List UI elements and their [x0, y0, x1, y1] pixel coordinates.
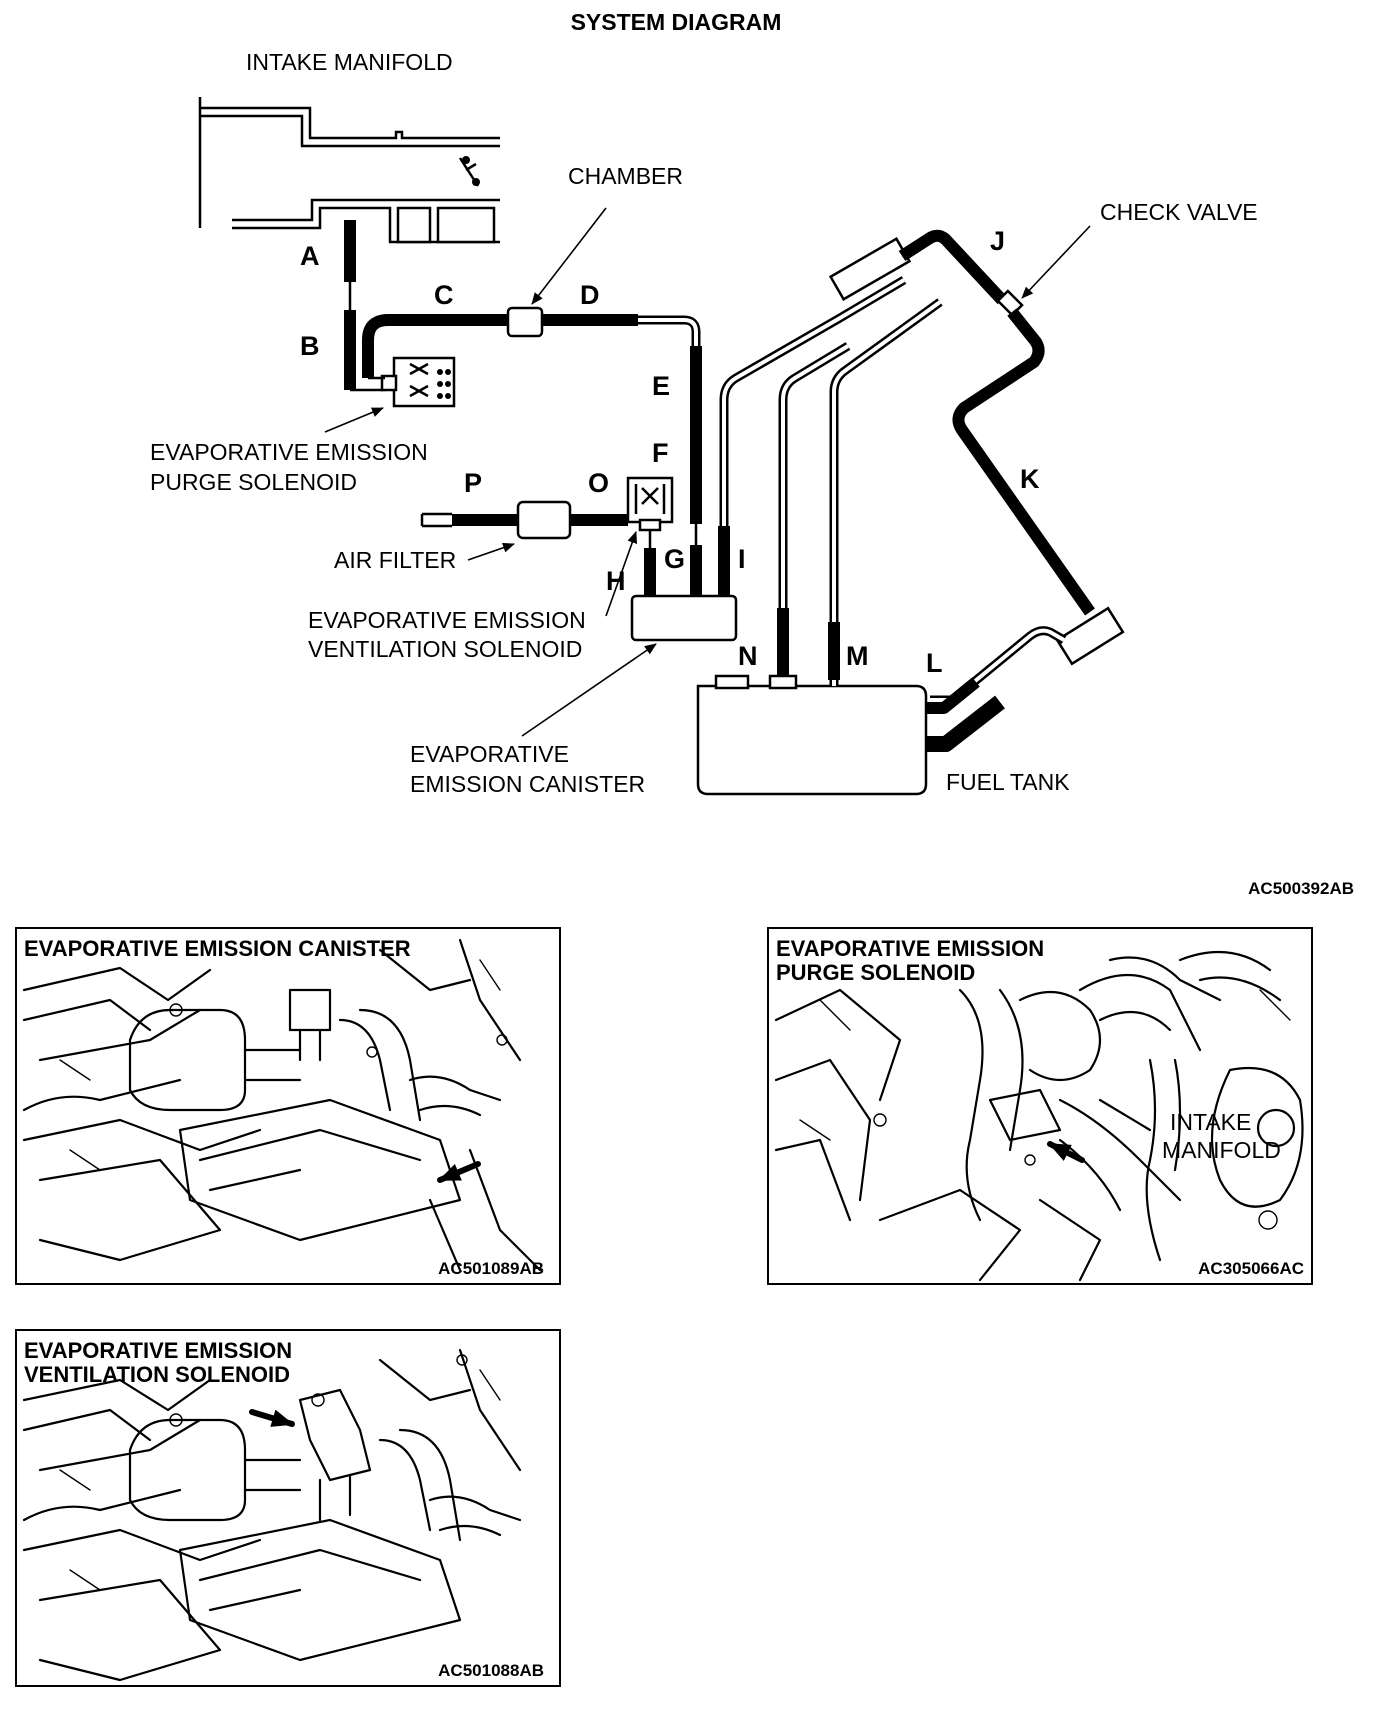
hose-letter-m: M [846, 641, 869, 671]
panel-canister-code: AC501089AB [438, 1259, 544, 1278]
panel-purge-label-1: INTAKE [1170, 1109, 1251, 1135]
ventilation-illustration [22, 1348, 522, 1682]
panel-purge-label-2: MANIFOLD [1162, 1137, 1281, 1163]
panel-ventilation-code: AC501088AB [438, 1661, 544, 1680]
panel-canister-title: EVAPORATIVE EMISSION CANISTER [24, 936, 411, 961]
hose-l [926, 677, 980, 714]
hose-letter-i: I [738, 544, 746, 574]
hose-letter-d: D [580, 280, 600, 310]
evap-canister [630, 594, 738, 642]
hose-letter-p: P [464, 468, 482, 498]
ventilation-solenoid [626, 476, 674, 532]
panel-purge-title-2: PURGE SOLENOID [776, 960, 975, 985]
ventilation-solenoid-label-2: VENTILATION SOLENOID [308, 636, 582, 662]
hose-j [898, 229, 1007, 305]
air-filter [516, 500, 572, 540]
canister-pointer-arrow [437, 1161, 481, 1183]
filler-connector [1055, 606, 1125, 666]
hose-letter-e: E [652, 371, 670, 401]
canister-label-2: EMISSION CANISTER [410, 771, 645, 797]
canister-illustration [22, 938, 542, 1272]
panel-purge-title-1: EVAPORATIVE EMISSION [776, 936, 1044, 961]
ventilation-pointer-arrow [249, 1409, 295, 1427]
hose-letter-c: C [434, 280, 454, 310]
hose-k [952, 308, 1095, 616]
hose-letter-k: K [1020, 464, 1040, 494]
hose-letter-a: A [300, 241, 320, 271]
hose-c [362, 314, 508, 378]
ventilation-solenoid-label-1: EVAPORATIVE EMISSION [308, 607, 586, 633]
intake-manifold [198, 97, 500, 244]
hose-letter-n: N [738, 641, 758, 671]
hose-letter-l: L [926, 648, 943, 678]
intake-manifold-label: INTAKE MANIFOLD [246, 49, 453, 75]
hose-letter-j: J [990, 226, 1005, 256]
purge-solenoid [380, 356, 456, 408]
chamber-label: CHAMBER [568, 163, 683, 189]
check-valve-label: CHECK VALVE [1100, 199, 1258, 225]
panel-ventilation-title-1: EVAPORATIVE EMISSION [24, 1338, 292, 1363]
chamber [506, 306, 544, 338]
purge-illustration [774, 950, 1304, 1282]
canister-label-1: EVAPORATIVE [410, 741, 569, 767]
panel-ventilation-title-2: VENTILATION SOLENOID [24, 1362, 290, 1387]
upper-connector [828, 237, 912, 301]
fuel-tank [696, 674, 928, 796]
purge-solenoid-label-1: EVAPORATIVE EMISSION [150, 439, 428, 465]
purge-pointer-arrow [1047, 1141, 1085, 1163]
diagram-title: SYSTEM DIAGRAM [571, 9, 782, 35]
panel-purge: EVAPORATIVE EMISSION PURGE SOLENOID INTA… [767, 927, 1313, 1285]
fuel-tank-label: FUEL TANK [946, 769, 1070, 795]
panel-canister: EVAPORATIVE EMISSION CANISTER AC501089AB [15, 927, 561, 1285]
purge-solenoid-label-2: PURGE SOLENOID [150, 469, 357, 495]
hose-letter-b: B [300, 331, 320, 361]
diagram-code: AC500392AB [1248, 879, 1354, 898]
air-filter-label: AIR FILTER [334, 547, 456, 573]
hose-letter-g: G [664, 544, 685, 574]
hose-letter-o: O [588, 468, 609, 498]
panel-ventilation: EVAPORATIVE EMISSION VENTILATION SOLENOI… [15, 1329, 561, 1687]
panel-purge-code: AC305066AC [1198, 1259, 1304, 1278]
hose-letter-f: F [652, 438, 669, 468]
